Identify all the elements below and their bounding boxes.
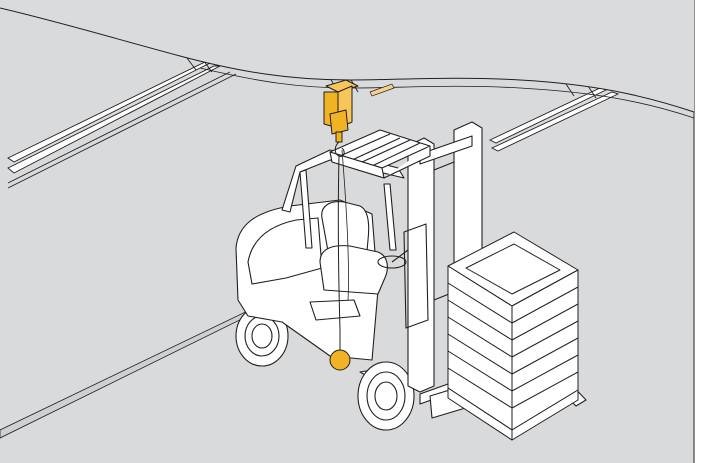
page-margin-right (694, 0, 704, 463)
ceiling (0, 0, 694, 112)
forklift-seat (319, 201, 388, 295)
forklift (235, 121, 587, 431)
pull-knob-icon (329, 349, 351, 371)
forklift-front-wheel (357, 361, 415, 431)
steering-wheel (377, 255, 407, 269)
pallet-stack (447, 231, 579, 441)
overhead-guard-roof (329, 129, 431, 179)
pull-cord (337, 155, 341, 352)
ceiling-edge (0, 7, 695, 113)
pull-switch-icon (323, 79, 359, 157)
ceiling-bracket-bar (369, 83, 395, 97)
ceiling-rails (7, 53, 620, 189)
ceiling-edge-inner (199, 67, 695, 119)
